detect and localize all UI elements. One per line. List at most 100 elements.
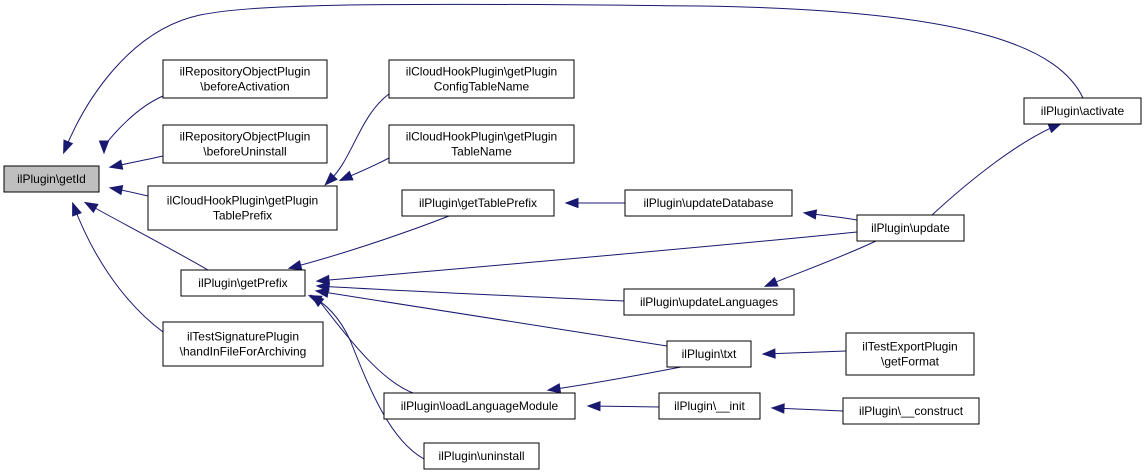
- arrowhead-icon: [546, 383, 562, 394]
- node-box: [658, 392, 761, 420]
- node-box: [845, 332, 975, 376]
- arrowhead-icon: [315, 274, 330, 286]
- node-uninstall[interactable]: ilPlugin\uninstall: [423, 442, 540, 470]
- node-label: ilPlugin\getId: [17, 172, 86, 186]
- arrowhead-icon: [108, 159, 124, 170]
- arrowhead-icon: [83, 201, 99, 214]
- node-label: \getFormat: [881, 355, 940, 369]
- node-repoBeforeUninstall[interactable]: ilRepositoryObjectPlugin\beforeUninstall: [162, 124, 328, 164]
- edge-construct-to-init: [770, 403, 844, 414]
- node-label: ilPlugin\getTablePrefix: [419, 196, 537, 210]
- edge-line: [72, 203, 164, 333]
- edge-line: [548, 366, 682, 391]
- node-box: [162, 124, 328, 164]
- edge-update-to-activate: [931, 123, 1063, 216]
- edge-line: [325, 93, 390, 185]
- edge-line: [85, 202, 209, 271]
- node-cloudConfigTable[interactable]: ilCloudHookPlugin\getPluginConfigTableNa…: [388, 59, 575, 99]
- node-init[interactable]: ilPlugin\__init: [658, 392, 761, 420]
- arrowhead-icon: [307, 295, 323, 306]
- edge-line: [103, 95, 164, 152]
- edge-line: [317, 285, 625, 302]
- node-construct[interactable]: ilPlugin\__construct: [842, 397, 980, 425]
- node-box: [856, 214, 965, 242]
- node-label: \handInFileForArchiving: [180, 345, 307, 359]
- arrowhead-icon: [98, 140, 110, 155]
- node-label: ilPlugin\activate: [1041, 104, 1125, 118]
- edge-line: [588, 405, 660, 408]
- arrowhead-icon: [314, 287, 330, 298]
- edge-line: [317, 231, 858, 282]
- edge-updateDatabase-to-getTablePrefix: [564, 197, 625, 209]
- node-label: ConfigTableName: [434, 80, 530, 94]
- node-box: [388, 124, 575, 164]
- node-label: ilPlugin\updateLanguages: [640, 295, 778, 309]
- arrowhead-icon: [72, 201, 82, 217]
- arrowhead-icon: [108, 184, 124, 196]
- edges-layer: [63, 3, 1084, 460]
- node-box: [842, 397, 980, 425]
- edge-testExportFormat-to-txt: [761, 348, 847, 359]
- edge-repoBeforeUninstall-to-getId: [108, 155, 164, 170]
- node-getId[interactable]: ilPlugin\getId: [3, 165, 100, 193]
- edge-uninstall-to-getPrefix: [307, 295, 425, 460]
- node-box: [1023, 97, 1142, 125]
- node-updateDatabase[interactable]: ilPlugin\updateDatabase: [624, 189, 793, 217]
- node-testExportFormat[interactable]: ilTestExportPlugin\getFormat: [845, 332, 975, 376]
- node-label: ilPlugin\getPrefix: [198, 276, 287, 290]
- edge-getTablePrefix-to-getPrefix: [287, 215, 450, 271]
- arrowhead-icon: [1047, 123, 1063, 134]
- node-box: [3, 165, 100, 193]
- edge-line: [311, 295, 414, 394]
- nodes-layer: ilPlugin\getId ilRepositoryObjectPlugin\b…: [3, 59, 1142, 470]
- node-update[interactable]: ilPlugin\update: [856, 214, 965, 242]
- node-box: [666, 340, 752, 368]
- edge-loadLanguageModule-to-getPrefix: [310, 294, 414, 394]
- node-getTablePrefix[interactable]: ilPlugin\getTablePrefix: [401, 189, 555, 217]
- edge-line: [765, 240, 877, 287]
- arrowhead-icon: [338, 170, 354, 181]
- node-label: ilPlugin\__construct: [859, 404, 964, 418]
- node-label: ilPlugin\txt: [682, 347, 737, 361]
- node-testSigArchive[interactable]: ilTestSignaturePlugin\handInFileForArchi…: [162, 321, 324, 367]
- node-box: [180, 269, 306, 297]
- edge-cloudConfigTable-to-cloudTablePrefix: [324, 93, 390, 186]
- edge-getPrefix-to-getId: [83, 201, 209, 271]
- node-label: ilTestSignaturePlugin: [187, 330, 299, 344]
- edge-cloudTableName-to-cloudTablePrefix: [338, 157, 390, 181]
- node-label: TablePrefix: [213, 209, 272, 223]
- node-activate[interactable]: ilPlugin\activate: [1023, 97, 1142, 125]
- node-label: ilCloudHookPlugin\getPlugin: [167, 194, 318, 208]
- edge-activate-to-getId: [63, 3, 1084, 155]
- node-label: ilCloudHookPlugin\getPlugin: [406, 130, 557, 144]
- arrowhead-icon: [586, 400, 601, 412]
- node-txt[interactable]: ilPlugin\txt: [666, 340, 752, 368]
- edge-update-to-updateDatabase: [802, 209, 858, 221]
- node-updateLanguages[interactable]: ilPlugin\updateLanguages: [623, 288, 795, 316]
- node-box: [624, 189, 793, 217]
- arrowhead-icon: [324, 172, 338, 186]
- node-box: [147, 185, 338, 231]
- edge-txt-to-loadLanguageModule: [546, 366, 682, 394]
- edge-update-to-getPrefix: [315, 231, 858, 286]
- node-label: \beforeActivation: [200, 80, 289, 94]
- edge-line: [63, 3, 1084, 153]
- node-box: [388, 59, 575, 99]
- node-label: ilPlugin\loadLanguageModule: [401, 399, 559, 413]
- arrowhead-icon: [770, 403, 785, 414]
- arrowhead-icon: [802, 209, 818, 220]
- arrowhead-icon: [63, 139, 74, 155]
- edge-line: [309, 295, 425, 460]
- node-getPrefix[interactable]: ilPlugin\getPrefix: [180, 269, 306, 297]
- node-loadLanguageModule[interactable]: ilPlugin\loadLanguageModule: [383, 392, 576, 420]
- node-label: TableName: [451, 145, 512, 159]
- arrowhead-icon: [287, 260, 303, 271]
- edge-line: [931, 123, 1061, 216]
- edge-line: [289, 215, 450, 269]
- edge-update-to-updateLanguages: [763, 240, 877, 287]
- node-repoBeforeActivation[interactable]: ilRepositoryObjectPlugin\beforeActivatio…: [162, 59, 328, 99]
- node-label: ilTestExportPlugin: [862, 340, 957, 354]
